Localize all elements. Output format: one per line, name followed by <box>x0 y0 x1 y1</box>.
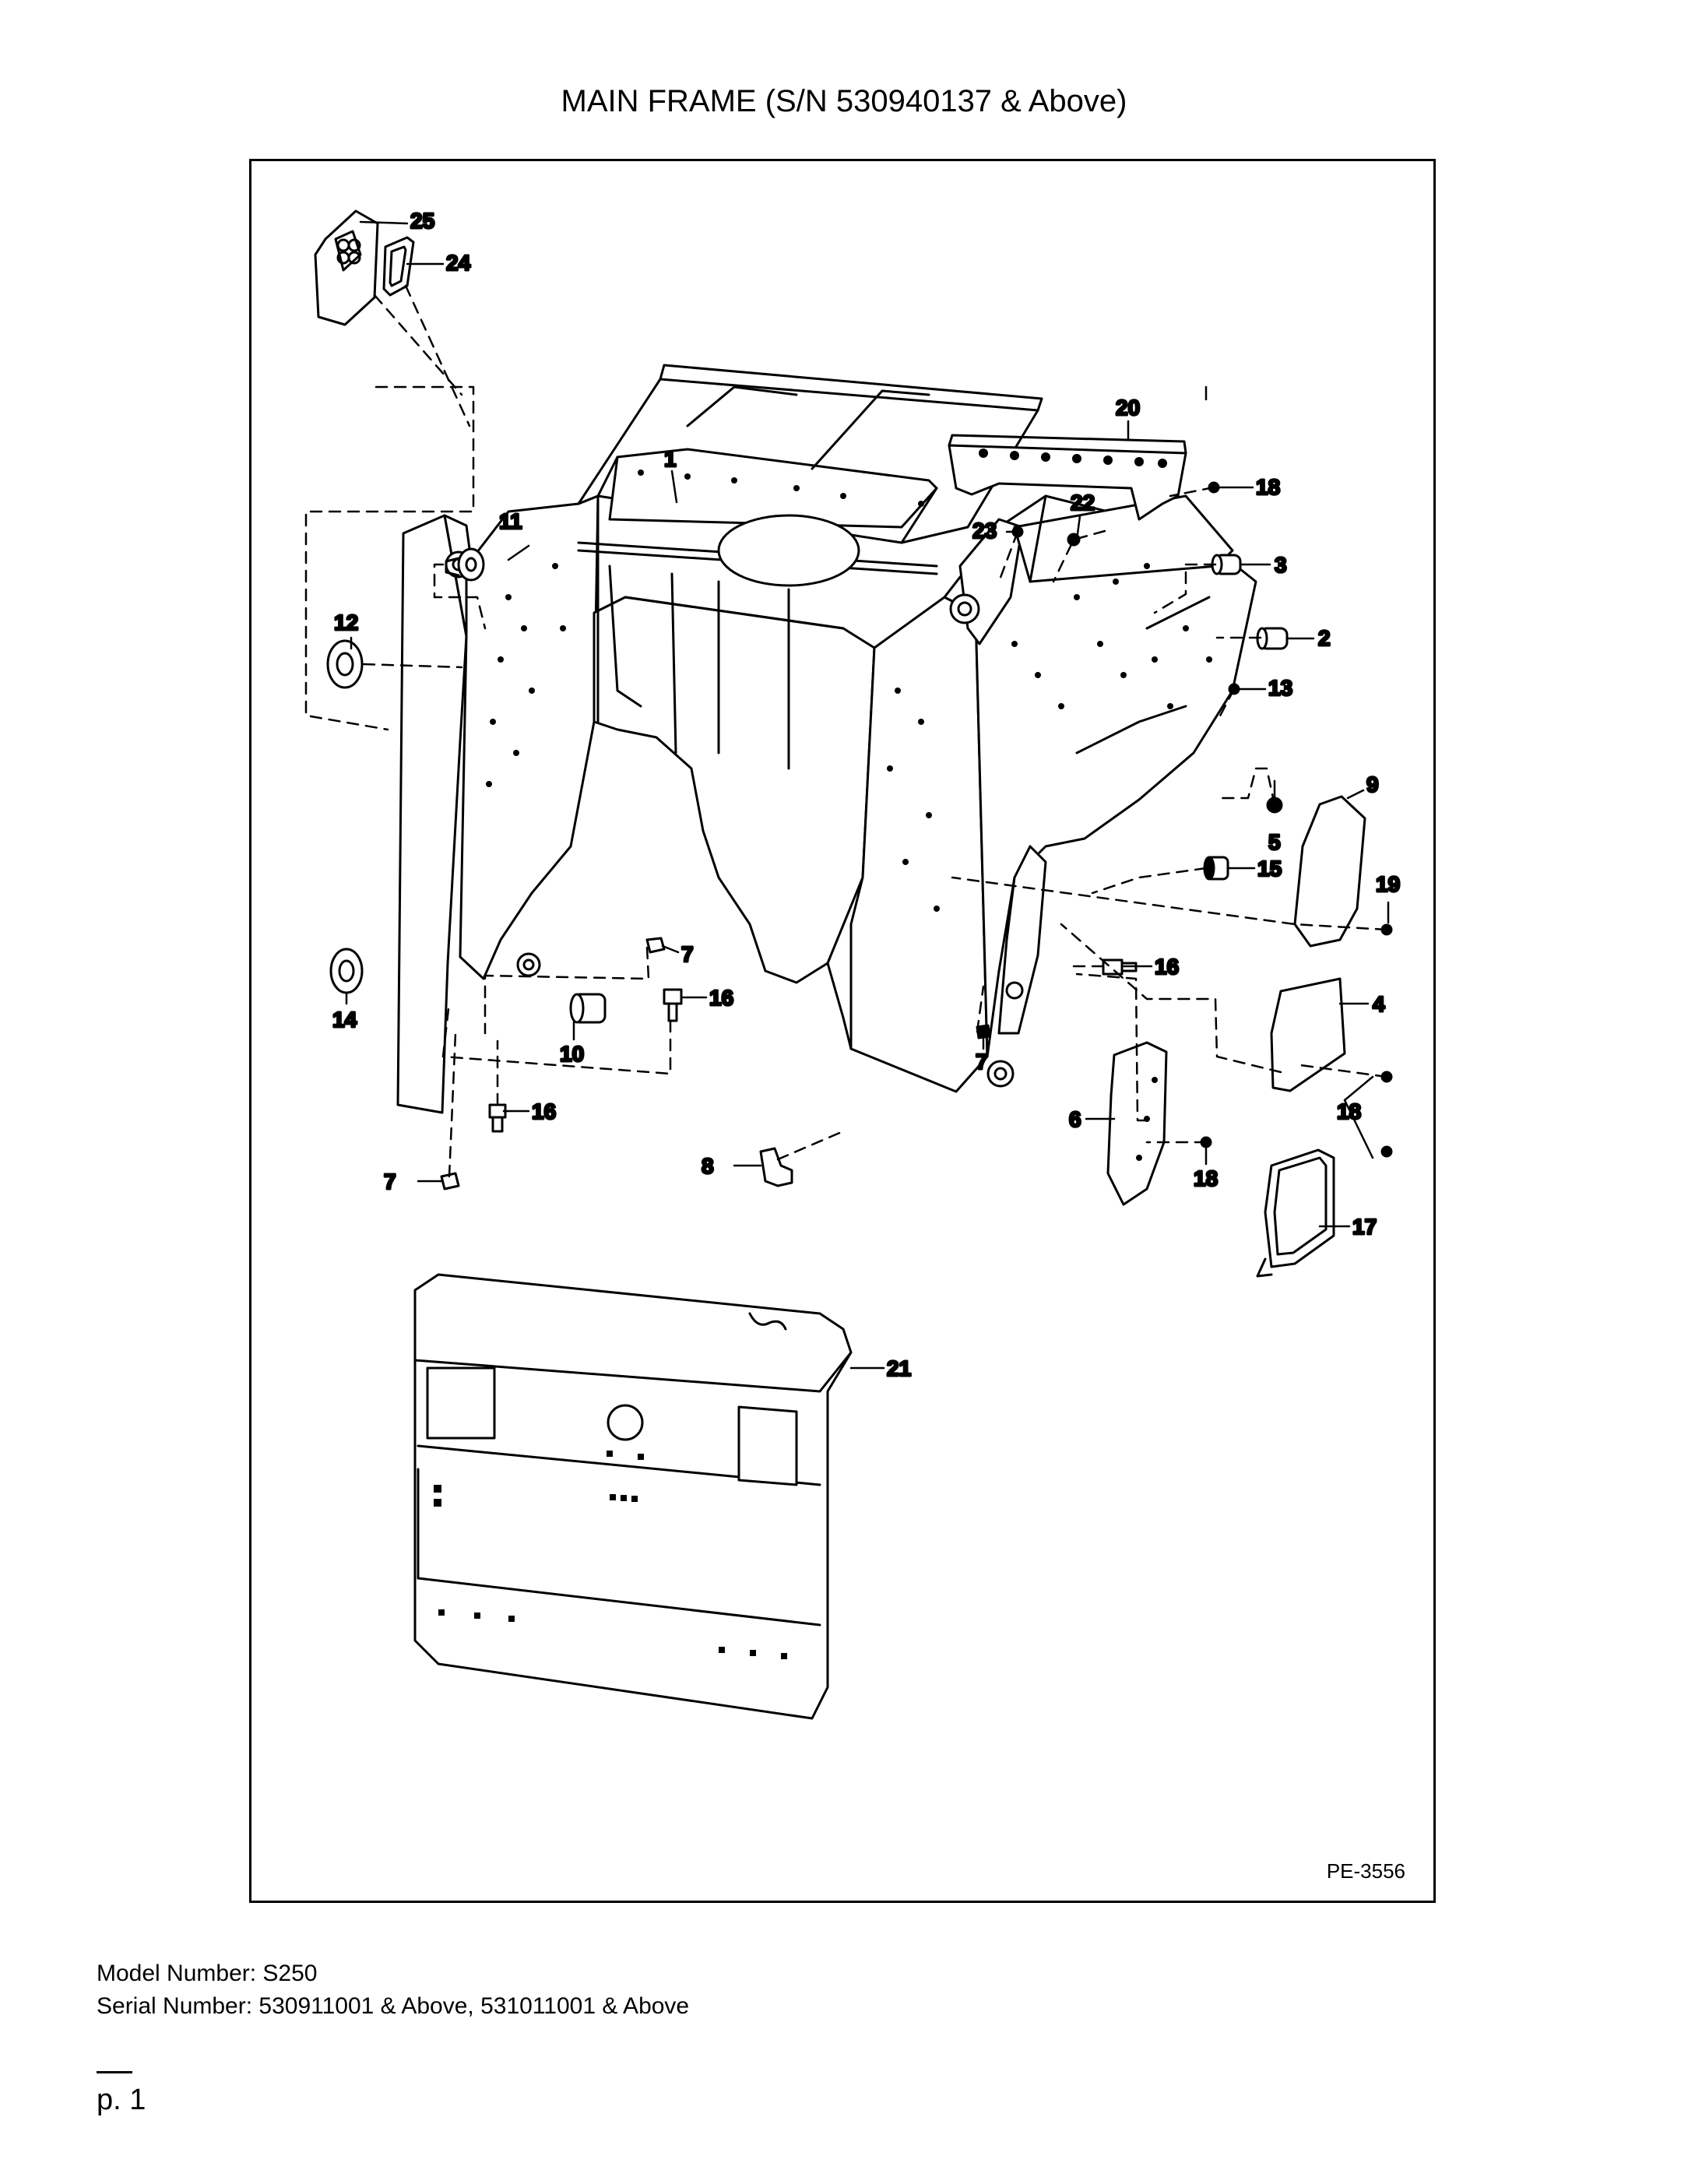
callout-5: 5 <box>1268 830 1281 854</box>
callout-14: 14 <box>332 1008 357 1032</box>
bushing-part-3 <box>1211 554 1242 575</box>
callout-18-bottom: 18 <box>1194 1166 1218 1190</box>
callout-16-low: 16 <box>532 1099 556 1124</box>
callout-7-right: 7 <box>976 1050 988 1074</box>
assembly-lines <box>304 284 1388 1178</box>
callout-12: 12 <box>334 610 358 635</box>
rear-bracket-part-20 <box>948 434 1187 521</box>
side-panel-part-6 <box>1106 1041 1168 1206</box>
callout-18-right: 18 <box>1337 1099 1361 1124</box>
nut-part-7-bottom <box>440 1172 460 1190</box>
callout-4: 4 <box>1373 992 1385 1016</box>
callout-9: 9 <box>1366 772 1379 797</box>
page-title: MAIN FRAME (S/N 530940137 & Above) <box>561 84 1127 118</box>
parts-diagram-frame: 25 24 20 18 22 23 1 11 12 3 2 13 9 5 15 … <box>249 159 1436 1903</box>
bushing-part-10 <box>569 993 607 1024</box>
nut-part-7-right <box>976 1024 991 1039</box>
bushing-part-15 <box>1203 856 1229 881</box>
bearing-part-12 <box>326 639 364 689</box>
bolt-part-18-b <box>1380 1145 1393 1158</box>
main-frame-part <box>396 364 1257 1114</box>
callout-8: 8 <box>702 1154 714 1178</box>
clip-part-8 <box>759 1147 793 1187</box>
callout-16-right: 16 <box>1155 955 1179 979</box>
bearing-part-14 <box>329 948 364 994</box>
drawing-reference-number: PE-3556 <box>1326 1859 1405 1883</box>
callout-2: 2 <box>1318 626 1331 650</box>
callout-16-mid: 16 <box>709 986 733 1010</box>
serial-number: Serial Number: 530911001 & Above, 531011… <box>97 1993 690 2019</box>
callout-25: 25 <box>410 209 434 233</box>
callout-1: 1 <box>664 447 677 471</box>
callout-17: 17 <box>1352 1215 1377 1239</box>
bushing-part-2 <box>1256 627 1289 650</box>
callout-21: 21 <box>887 1356 911 1380</box>
callout-22: 22 <box>1071 491 1095 515</box>
callout-13: 13 <box>1268 676 1292 700</box>
callout-18-top: 18 <box>1256 475 1280 499</box>
cover-part-17 <box>1256 1148 1335 1278</box>
gasket-part-24 <box>382 236 415 297</box>
access-plate-part-9 <box>1293 795 1366 948</box>
callout-23: 23 <box>972 519 997 543</box>
model-number: Model Number: S250 <box>97 1961 318 1986</box>
page-number: p. 1 <box>97 2084 146 2116</box>
bolt-part-16-mid <box>663 988 683 1022</box>
callout-11: 11 <box>499 509 522 533</box>
cover-plate-part-25 <box>314 209 379 326</box>
callout-7-bottom: 7 <box>384 1169 396 1194</box>
callout-20: 20 <box>1116 396 1140 420</box>
page-divider <box>97 2071 132 2073</box>
bushing-part-11 <box>445 547 485 582</box>
callout-6: 6 <box>1069 1107 1081 1131</box>
callout-7-mid: 7 <box>681 942 694 966</box>
exploded-view-drawing: 25 24 20 18 22 23 1 11 12 3 2 13 9 5 15 … <box>304 208 1401 1720</box>
cover-part-4 <box>1270 977 1346 1092</box>
callout-3: 3 <box>1275 553 1287 577</box>
callout-24: 24 <box>446 251 471 275</box>
bolt-part-16-low <box>488 1103 507 1133</box>
callout-15: 15 <box>1257 856 1282 881</box>
nut-part-7-mid <box>645 937 666 954</box>
callout-19: 19 <box>1376 872 1400 896</box>
panel-part-21 <box>413 1273 853 1720</box>
callout-leaders <box>345 220 1390 1370</box>
callout-10: 10 <box>560 1042 584 1066</box>
